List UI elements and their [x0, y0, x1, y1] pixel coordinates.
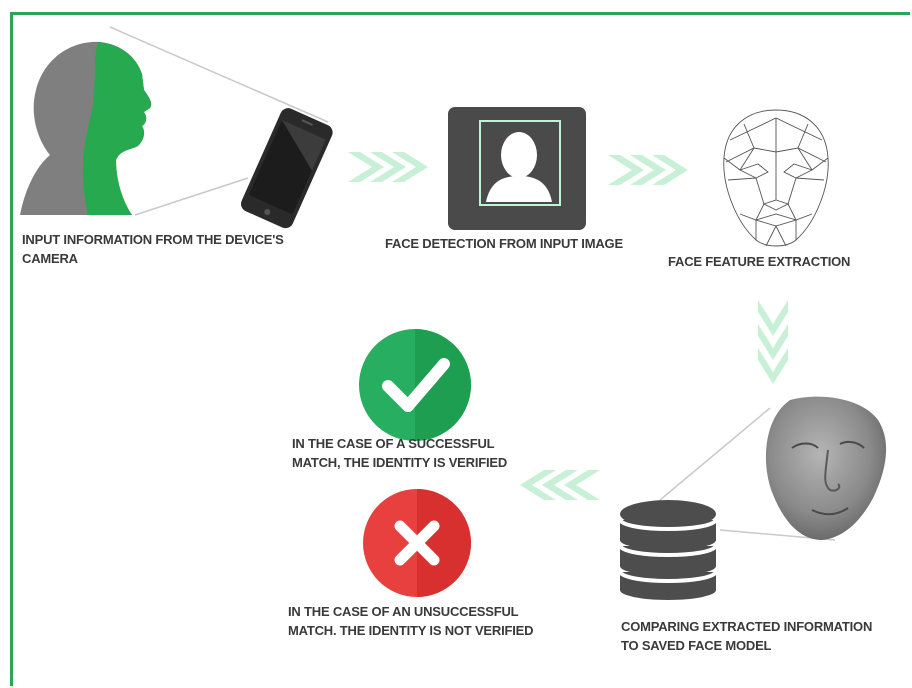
cross-circle-icon	[363, 489, 471, 597]
result-success-label: IN THE CASE OF A SUCCESSFUL MATCH, THE I…	[292, 436, 508, 470]
step-compare-label: COMPARING EXTRACTED INFORMATION TO SAVED…	[621, 619, 873, 653]
step-input-label: INPUT INFORMATION FROM THE DEVICE'S CAME…	[22, 232, 284, 266]
double-chevron-arrow-icon	[348, 152, 428, 182]
step-extraction-label: FACE FEATURE EXTRACTION	[668, 254, 851, 269]
face-3d-model-icon	[659, 396, 887, 541]
face-detection-icon	[448, 107, 586, 230]
camera-view-lines	[109, 26, 329, 216]
double-chevron-arrow-icon	[520, 470, 600, 500]
result-failure-label: IN THE CASE OF AN UNSUCCESSFUL MATCH. TH…	[288, 604, 534, 638]
database-icon	[618, 500, 718, 600]
face-mesh-icon	[723, 109, 829, 247]
double-chevron-arrow-icon	[758, 300, 788, 384]
smartphone-icon	[241, 108, 333, 229]
step-detection-label: FACE DETECTION FROM INPUT IMAGE	[385, 236, 623, 251]
head-silhouette-icon	[20, 41, 152, 215]
check-circle-icon	[359, 329, 471, 441]
double-chevron-arrow-icon	[608, 155, 688, 185]
